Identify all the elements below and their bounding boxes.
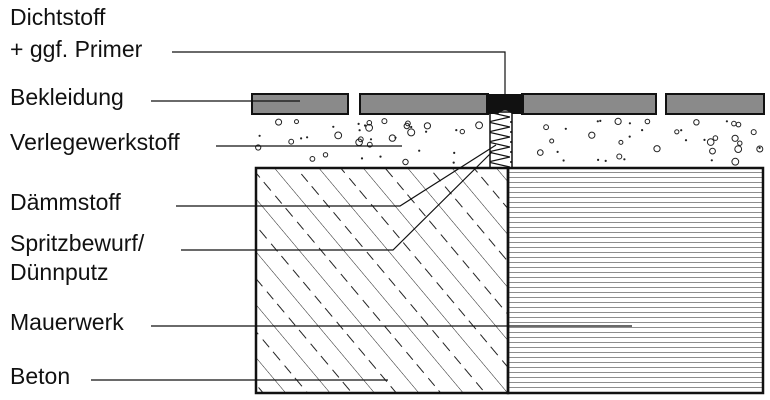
insulation-strip bbox=[489, 111, 513, 169]
mortar-grain bbox=[543, 124, 549, 131]
mortar-grain bbox=[423, 122, 431, 130]
mortar-grain bbox=[369, 138, 373, 141]
mortar-grain bbox=[358, 129, 361, 132]
label-render-line1: Spritzbewurf/ bbox=[10, 230, 145, 256]
mortar-grain bbox=[731, 120, 737, 127]
tile bbox=[665, 93, 765, 115]
mortar-grain bbox=[628, 135, 631, 138]
mortar-grain bbox=[425, 130, 428, 133]
mortar-grain bbox=[306, 136, 309, 139]
mortar-grain bbox=[549, 138, 555, 144]
mortar-grain bbox=[357, 136, 364, 143]
mortar-grain bbox=[618, 139, 624, 145]
mortar-grain bbox=[641, 129, 644, 132]
mortar-grain bbox=[365, 123, 374, 132]
mortar-grain bbox=[653, 145, 661, 153]
mortar-grain bbox=[758, 146, 761, 149]
mortar-grain bbox=[475, 121, 484, 130]
mortar-grain bbox=[735, 121, 742, 128]
mortar-bed bbox=[255, 117, 764, 166]
mortar-grain bbox=[403, 122, 410, 130]
mortar-grain bbox=[366, 120, 373, 126]
mortar-grain bbox=[258, 134, 261, 137]
mortar-grain bbox=[596, 120, 599, 123]
sealant-joint bbox=[486, 94, 524, 114]
mortar-grain bbox=[693, 119, 700, 126]
label-concrete: Beton bbox=[10, 363, 70, 389]
mortar-grain bbox=[275, 118, 283, 126]
tile bbox=[521, 93, 657, 115]
mortar-grain bbox=[332, 125, 335, 128]
leader-insulation bbox=[176, 144, 497, 207]
tile bbox=[251, 93, 349, 115]
mortar-grain bbox=[418, 149, 421, 152]
mortar-grain bbox=[381, 118, 388, 125]
mortar-grain bbox=[357, 122, 360, 125]
mortar-grain bbox=[712, 135, 719, 141]
mortar-grain bbox=[402, 158, 409, 166]
mortar-grain bbox=[309, 156, 316, 162]
mortar-grain bbox=[394, 136, 397, 139]
mortar-grain bbox=[684, 139, 688, 142]
mortar-grain bbox=[604, 159, 607, 162]
mortar-grain bbox=[750, 129, 757, 136]
mortar-grain bbox=[737, 140, 743, 146]
mortar-grain bbox=[710, 159, 713, 162]
mortar-grain bbox=[644, 118, 651, 125]
mortar-grain bbox=[363, 124, 367, 127]
mortar-grain bbox=[756, 145, 764, 153]
mortar-grain bbox=[725, 120, 729, 123]
leader-sealant bbox=[172, 51, 506, 95]
mortar-grain bbox=[564, 127, 567, 130]
mortar-grain bbox=[355, 138, 363, 147]
mortar-grain bbox=[360, 157, 364, 160]
mortar-grain bbox=[623, 158, 626, 161]
mortar-grain bbox=[734, 145, 743, 154]
mortar-grain bbox=[731, 134, 739, 142]
label-masonry: Mauerwerk bbox=[10, 309, 124, 335]
mortar-grain bbox=[588, 131, 596, 139]
mortar-grain bbox=[366, 141, 373, 148]
mortar-grain bbox=[452, 161, 455, 164]
mortar-grain bbox=[597, 158, 600, 161]
mortar-grain bbox=[300, 137, 303, 140]
mortar-grain bbox=[709, 147, 716, 155]
mortar-grain bbox=[731, 157, 740, 166]
leader-render bbox=[181, 151, 493, 251]
masonry-block bbox=[506, 166, 765, 395]
label-sealant-line2: + ggf. Primer bbox=[10, 36, 143, 62]
mortar-grain bbox=[288, 138, 295, 145]
mortar-grain bbox=[703, 138, 706, 141]
mortar-grain bbox=[410, 125, 413, 129]
label-sealant-line1: Dichtstoff bbox=[10, 4, 106, 30]
mortar-grain bbox=[453, 151, 456, 154]
mortar-grain bbox=[680, 129, 683, 132]
mortar-grain bbox=[334, 131, 343, 140]
mortar-grain bbox=[599, 119, 602, 122]
leader-lines bbox=[91, 51, 632, 381]
mortar-grain bbox=[322, 152, 329, 158]
mortar-grain bbox=[706, 138, 715, 146]
mortar-grain bbox=[562, 159, 565, 162]
concrete-block bbox=[254, 166, 510, 395]
mortar-grain bbox=[614, 117, 622, 126]
mortar-grain bbox=[255, 144, 262, 151]
label-cladding: Bekleidung bbox=[10, 84, 124, 110]
mortar-grain bbox=[537, 149, 544, 156]
mortar-grain bbox=[674, 129, 680, 135]
mortar-grain bbox=[556, 150, 559, 153]
label-render-line2: Dünnputz bbox=[10, 259, 108, 285]
mortar-grain bbox=[455, 129, 458, 132]
mortar-grain bbox=[407, 128, 416, 137]
label-insulation: Dämmstoff bbox=[10, 189, 121, 215]
label-adhesive: Verlegewerkstoff bbox=[10, 129, 180, 155]
mortar-grain bbox=[616, 153, 623, 160]
mortar-grain bbox=[459, 128, 465, 135]
tile bbox=[359, 93, 489, 115]
mortar-grain bbox=[628, 122, 632, 125]
mortar-grain bbox=[294, 119, 299, 125]
mortar-grain bbox=[379, 155, 382, 158]
